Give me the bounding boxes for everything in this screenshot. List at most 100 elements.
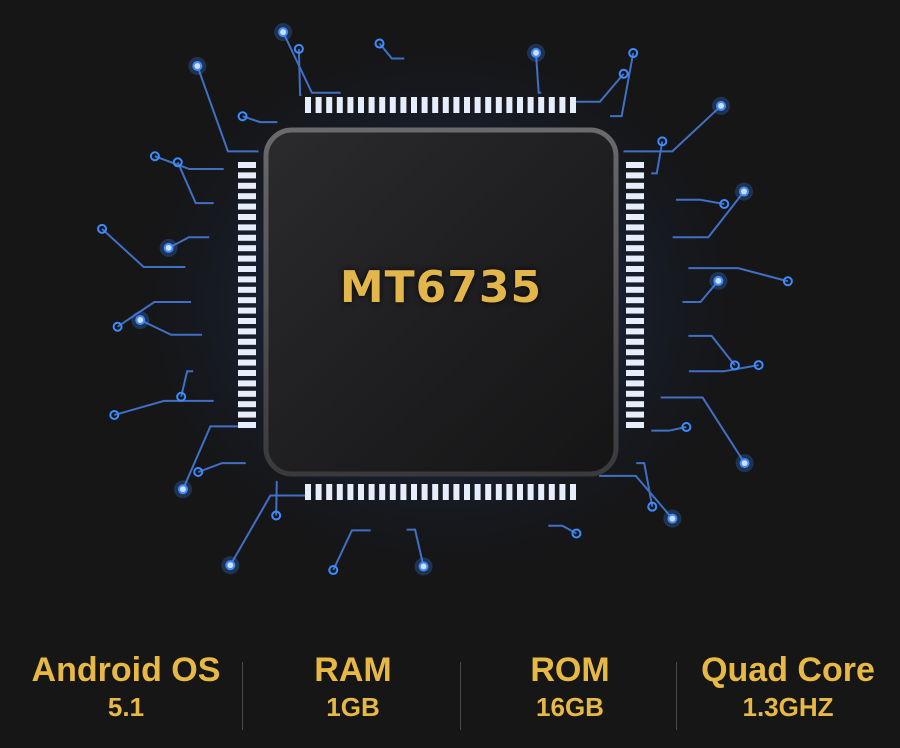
chip-pin [368, 97, 375, 113]
circuit-node [97, 223, 108, 234]
circuit-node-core [420, 563, 427, 570]
circuit-node-core [741, 460, 748, 467]
spec-divider [460, 662, 461, 730]
circuit-node [271, 510, 282, 521]
circuit-trace [406, 528, 425, 567]
chip-pin [527, 484, 534, 500]
circuit-node [112, 321, 123, 332]
chip-pin [238, 286, 256, 293]
circuit-node [753, 360, 764, 371]
circuit-node [328, 565, 339, 576]
circuit-trace [176, 161, 214, 205]
chip-pin [506, 484, 513, 500]
chip-pin [305, 97, 311, 113]
chip-pin [238, 318, 256, 324]
circuit-node [193, 467, 204, 478]
circuit-node [225, 560, 236, 571]
chip-pin [238, 349, 256, 356]
spec-list: Android OS 5.1 RAM 1GB ROM 16GB Quad Cor… [0, 650, 900, 740]
circuit-node [177, 484, 188, 495]
circuit-trace [101, 228, 186, 268]
spec-value: 5.1 [107, 692, 145, 722]
circuit-node [237, 111, 248, 122]
chip-pin [389, 97, 396, 113]
circuit-node-core [179, 486, 186, 493]
spec-title: RAM [314, 651, 392, 689]
spec-title: ROM [530, 651, 610, 689]
circuit-node [618, 68, 629, 79]
chip-pin [432, 484, 439, 500]
chip-pin [538, 484, 545, 500]
chip-pin [238, 380, 256, 387]
chip-pin [626, 297, 644, 304]
circuit-trace [599, 474, 674, 520]
chip-pin [400, 97, 407, 113]
circuit-trace [154, 155, 224, 171]
circuit-node-core [741, 188, 748, 195]
chip-pin [238, 411, 256, 418]
circuit-trace [675, 198, 725, 206]
circuit-node [739, 458, 750, 469]
circuit-trace [196, 65, 259, 153]
chip-pin [626, 359, 644, 366]
spec-android-os: Android OS 5.1 [16, 650, 236, 724]
chip-pin [238, 266, 256, 272]
chip-pin [238, 193, 256, 200]
chip-pin [379, 484, 386, 500]
circuit-node-core [137, 317, 144, 324]
circuit-trace [229, 494, 311, 566]
chip-pin [238, 359, 256, 366]
chip-pin [238, 182, 256, 189]
chip-pin [347, 97, 354, 113]
circuit-node [681, 421, 692, 432]
spec-divider [242, 662, 243, 730]
circuit-trace [180, 370, 194, 397]
chip-pin [326, 97, 333, 113]
chip-pin [442, 484, 449, 500]
chip-pin [626, 182, 644, 189]
circuit-node [374, 38, 385, 49]
circuit-trace [651, 141, 664, 175]
chip-model-label: MT6735 [339, 262, 543, 313]
chip-body [263, 127, 619, 477]
spec-title: Android OS [31, 651, 221, 689]
spec-value: 1.3GHZ [742, 692, 834, 722]
chip-pin [626, 390, 644, 397]
circuit-trace [672, 190, 745, 239]
chip-pin [238, 214, 256, 220]
circuit-trace [242, 115, 278, 124]
chip-pins [238, 97, 644, 500]
chip-pin [626, 380, 644, 387]
chip-pin [347, 484, 354, 500]
circuit-trace [660, 396, 746, 464]
chip-pin [626, 338, 644, 345]
circuit-node [530, 47, 541, 58]
chip-pin [238, 422, 256, 428]
circuit-trace [275, 480, 278, 516]
spec-value: 16GB [536, 692, 604, 722]
spec-divider [676, 662, 677, 730]
chip-pin [538, 97, 545, 113]
chip-pin [238, 162, 256, 168]
circuit-node [278, 27, 289, 38]
chip-pin [238, 172, 256, 179]
circuit-node-core [227, 562, 234, 569]
circuit-node-core [669, 515, 676, 522]
chip-pin [238, 203, 256, 210]
circuit-node [667, 513, 678, 524]
circuit-node [657, 136, 668, 147]
chip-pin [358, 97, 364, 113]
chip-pin [238, 234, 256, 241]
chip-pin [626, 266, 644, 272]
circuit-node-core [532, 49, 539, 56]
chip-pin [506, 97, 513, 113]
chip-pin [421, 484, 428, 500]
circuit-trace [197, 462, 246, 473]
circuit-node [163, 242, 174, 253]
circuit-trace [548, 524, 577, 535]
chip-pin [559, 484, 566, 500]
spec-ram: RAM 1GB [243, 650, 463, 724]
circuit-node-core [165, 244, 172, 251]
chip-pin [464, 97, 470, 113]
chip-pin [368, 484, 375, 500]
